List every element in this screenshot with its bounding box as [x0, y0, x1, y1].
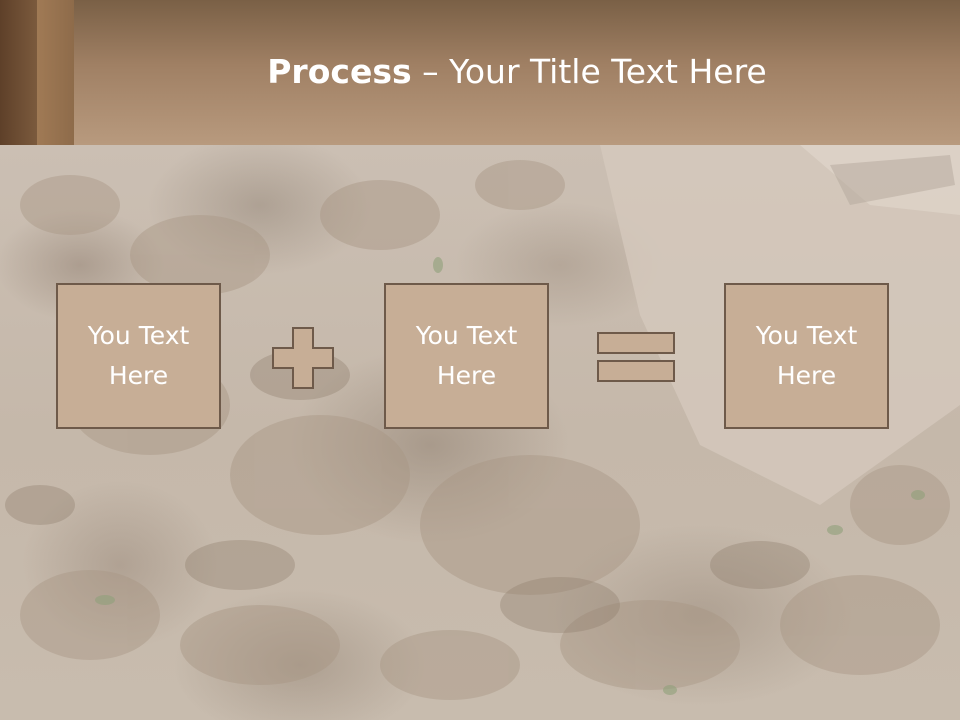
- equals-icon: [597, 332, 675, 382]
- sprouts: [95, 257, 925, 695]
- title-rest: – Your Title Text Here: [411, 52, 767, 91]
- header-accent-mid: [37, 0, 74, 145]
- process-box-1: You Text Here: [56, 283, 221, 429]
- soil-texture: [5, 145, 960, 700]
- title-bar: Process – Your Title Text Here: [0, 0, 960, 145]
- process-box-3: You Text Here: [724, 283, 889, 429]
- plus-icon: [272, 327, 334, 389]
- shovel-shaft-edge: [830, 155, 955, 205]
- slide-title: Process – Your Title Text Here: [74, 52, 960, 91]
- soil-background-photo: [0, 145, 960, 720]
- title-strong: Process: [267, 52, 412, 91]
- header-accent-dark: [0, 0, 37, 145]
- process-box-2: You Text Here: [384, 283, 549, 429]
